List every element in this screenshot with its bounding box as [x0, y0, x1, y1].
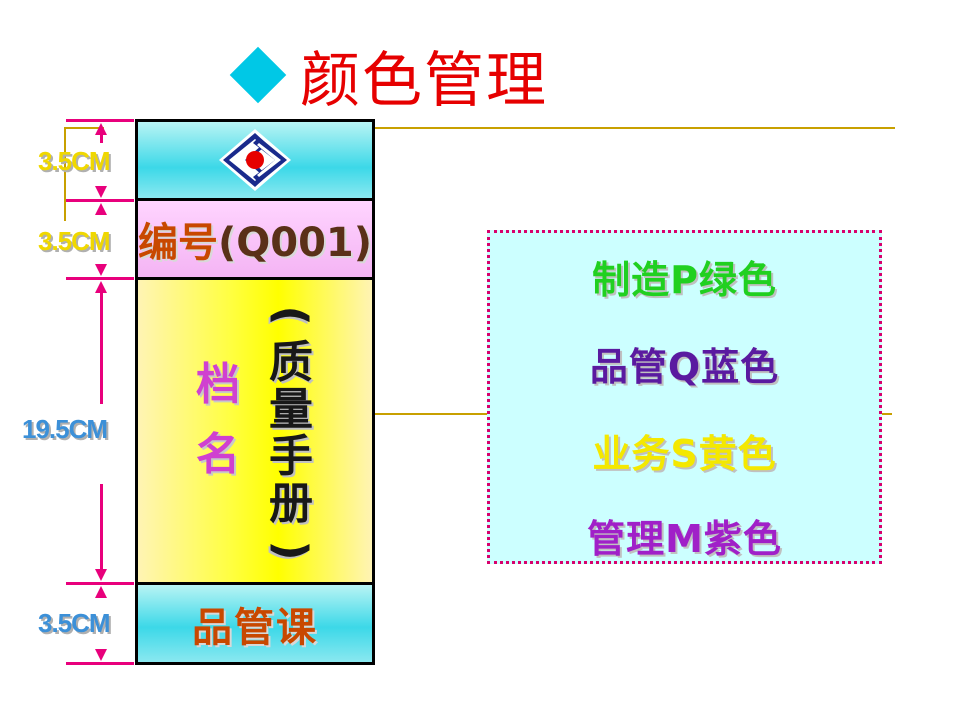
name-label-vertical: 档 名: [188, 350, 248, 490]
binder-department-section: 品管课: [135, 582, 375, 665]
name-value-char: 量: [269, 384, 313, 435]
legend-item-management: 管理M紫色: [587, 517, 782, 561]
department-label: 品管课: [192, 604, 318, 651]
arrow-down-icon: [95, 186, 107, 198]
top-guide-line: [375, 127, 895, 129]
company-logo-icon: [219, 129, 291, 191]
dimension-label-bottom: 3.5CM: [38, 608, 111, 638]
legend-item-manufacturing: 制造P绿色: [592, 258, 777, 302]
binder-name-section: 档 名 ( 质 量 手 册 ): [135, 277, 375, 585]
dimension-line: [100, 484, 103, 570]
legend-item-quality: 品管Q蓝色: [589, 345, 780, 389]
left-bracket-vertical: [64, 127, 66, 221]
dimension-tick: [66, 582, 134, 585]
dimension-tick: [66, 662, 134, 665]
dimension-tick: [66, 199, 134, 202]
document-code: 编号(Q001): [138, 210, 372, 268]
mid-guide-line-right: [882, 413, 892, 415]
dimension-label-top: 3.5CM: [38, 146, 111, 176]
arrow-down-icon: [95, 569, 107, 581]
mid-guide-line-left: [375, 413, 487, 415]
page-title: 颜色管理: [300, 45, 548, 116]
dimension-tick: [66, 277, 134, 280]
arrow-down-icon: [95, 264, 107, 276]
name-value-vertical: ( 质 量 手 册 ): [256, 292, 326, 574]
left-bracket-top: [64, 127, 104, 129]
code-value: (Q001): [217, 220, 373, 266]
name-value-char: ): [265, 540, 317, 561]
color-legend-box: 制造P绿色 品管Q蓝色 业务S黄色 管理M紫色: [487, 230, 882, 564]
name-value-char: 册: [269, 478, 313, 529]
binder-logo-section: [135, 119, 375, 201]
dimension-tick: [66, 119, 134, 122]
name-value-char: (: [265, 305, 317, 326]
dimension-label-middle: 19.5CM: [22, 414, 108, 444]
arrow-down-icon: [95, 649, 107, 661]
name-value-char: 手: [269, 431, 313, 482]
binder-code-section: 编号(Q001): [135, 198, 375, 280]
arrow-up-icon: [95, 203, 107, 215]
name-label-char: 名: [196, 429, 240, 480]
dimension-line: [100, 292, 103, 404]
legend-item-sales: 业务S黄色: [592, 432, 777, 476]
arrow-up-icon: [95, 123, 107, 135]
arrow-up-icon: [95, 281, 107, 293]
name-value-char: 质: [269, 337, 313, 388]
arrow-up-icon: [95, 586, 107, 598]
name-label-char: 档: [196, 359, 240, 410]
dimension-label-second: 3.5CM: [38, 226, 111, 256]
title-area: 颜色管理: [226, 30, 548, 120]
dimension-line: [100, 133, 103, 143]
code-label: 编号: [137, 220, 218, 266]
diamond-bullet-icon: [229, 46, 287, 104]
